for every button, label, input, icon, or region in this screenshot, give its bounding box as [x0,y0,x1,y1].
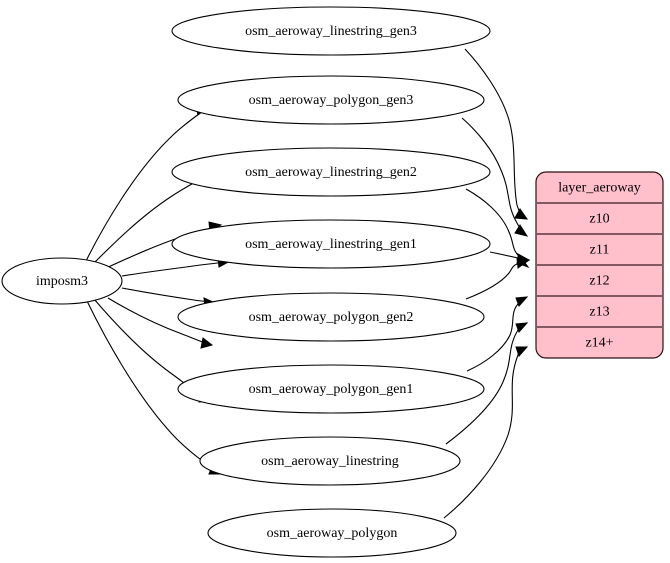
table-layer: layer_aeroway z10 z11 z12 z13 z14+ [535,171,664,359]
edge-arrowhead [514,224,529,237]
edge-arrowhead [515,296,529,307]
node-label: osm_aeroway_linestring_gen1 [245,237,417,252]
table-node[interactable]: osm_aeroway_polygon_gen2 [177,292,485,342]
table-row-label: z14+ [585,336,613,351]
edge-line [107,297,206,344]
edge-line [461,117,522,230]
edge-arrowhead [516,257,531,269]
graph-edge [464,48,529,220]
node-shape[interactable] [171,147,491,197]
table-node[interactable]: osm_aeroway_polygon [207,508,457,558]
table-row-label: z13 [589,305,609,320]
edge-line [464,48,521,215]
node-label: osm_aeroway_polygon_gen2 [249,310,414,325]
edge-arrowhead [515,346,529,357]
table-row-label: z10 [589,212,609,227]
node-shape[interactable] [177,364,485,414]
table-node[interactable]: osm_aeroway_polygon_gen3 [177,75,485,125]
edge-line [85,110,204,262]
edge-line [86,300,215,470]
graph-edge [443,346,529,519]
table-node[interactable]: osm_aeroway_linestring_gen1 [171,219,491,269]
node-label: osm_aeroway_polygon [267,526,398,541]
node-shape[interactable] [199,436,461,486]
node-label: imposm3 [36,274,88,289]
node-label: osm_aeroway_linestring_gen3 [245,24,417,39]
edge-line [465,262,521,300]
node-label: osm_aeroway_linestring [261,454,399,469]
table-row-label: z11 [590,243,610,258]
table-node[interactable]: osm_aeroway_linestring_gen2 [171,147,491,197]
table-node[interactable]: osm_aeroway_linestring [199,436,461,486]
node-label: osm_aeroway_polygon_gen1 [249,382,414,397]
edge-line [121,287,210,303]
node-shape[interactable] [171,219,491,269]
edge-arrowhead [515,322,529,333]
node-label: osm_aeroway_linestring_gen2 [245,165,417,180]
table-node[interactable]: osm_aeroway_linestring_gen3 [171,6,491,56]
graph-edge [466,296,529,372]
graph-edge [107,297,214,349]
edge-line [121,261,225,277]
table-node[interactable]: osm_aeroway_polygon_gen1 [177,364,485,414]
node-shape[interactable] [1,257,123,305]
graph-edge [461,117,529,237]
layer-table[interactable]: layer_aeroway z10 z11 z12 z13 z14+ [535,171,664,359]
graph-edge [445,322,529,445]
node-shape[interactable] [207,508,457,558]
edge-arrowhead [514,208,529,220]
edge-arrowhead [200,337,214,349]
node-label: osm_aeroway_polygon_gen3 [249,93,414,108]
table-header-label: layer_aeroway [558,181,640,196]
node-shape[interactable] [177,75,485,125]
table-row-label: z12 [589,274,609,289]
source-node[interactable]: imposm3 [1,257,123,305]
graph-edge [465,257,531,300]
node-shape[interactable] [177,292,485,342]
node-shape[interactable] [171,6,491,56]
nodes-layer: imposm3 osm_aeroway_linestring_gen3 osm_ae… [1,6,491,558]
